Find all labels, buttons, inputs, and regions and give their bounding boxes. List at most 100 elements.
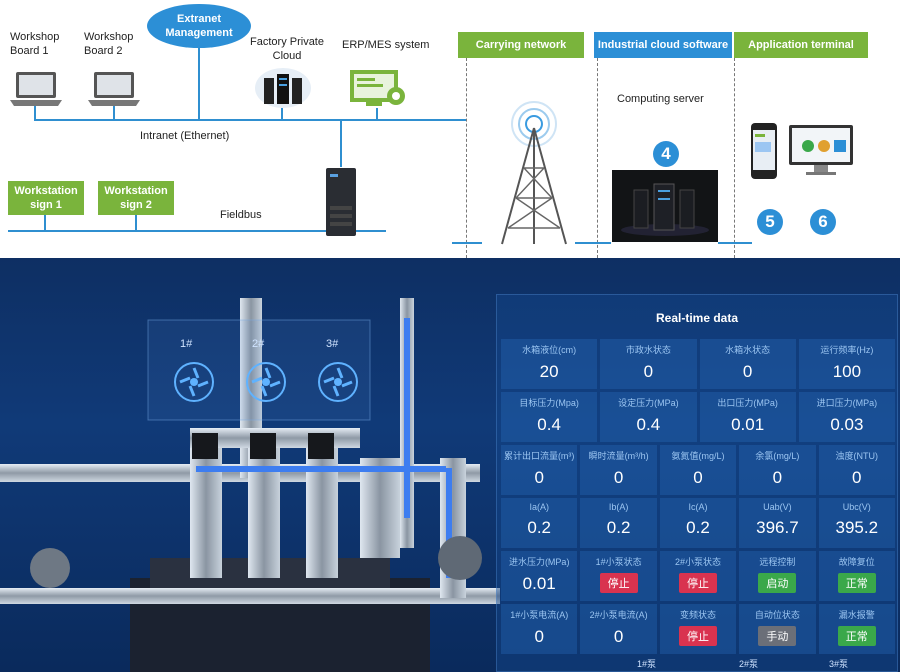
status-button[interactable]: 正常	[837, 573, 876, 593]
radio-tower-icon	[486, 98, 582, 248]
fieldbus-line	[8, 230, 386, 232]
data-cell-value: 100	[832, 362, 862, 381]
extranet-ellipse: Extranet Management	[147, 4, 251, 48]
fieldbus-label: Fieldbus	[220, 209, 262, 221]
pump-label-1: 1#	[180, 338, 193, 350]
status-button[interactable]: 停止	[678, 573, 717, 593]
footer-pump-3: 3#泵	[829, 659, 849, 669]
data-cell-label: Ia(A)	[529, 502, 549, 512]
data-cell-label: 自动位状态	[754, 610, 800, 620]
data-cell-label: 累计出口流量(m³)	[503, 451, 575, 461]
data-cell: 运行频率(Hz) 100	[798, 339, 895, 389]
data-cell-label: 远程控制	[759, 557, 796, 567]
status-button[interactable]: 启动	[758, 573, 797, 593]
laptop-icon	[88, 70, 140, 108]
data-cell: 水箱液位(cm)20	[501, 339, 598, 389]
data-cell: 变频状态停止	[659, 604, 737, 654]
extranet-label: Extranet Management	[165, 13, 233, 39]
data-cell: 市政水状态 0	[600, 339, 697, 389]
status-button[interactable]: 手动	[758, 626, 797, 646]
header-application-terminal: Application terminal	[734, 32, 868, 58]
data-cell-label: 1#小泵状态	[595, 557, 642, 567]
pump-label-2: 2#	[252, 338, 265, 350]
header-carrying-network: Carrying network	[458, 32, 584, 58]
server-rack-image	[612, 170, 718, 242]
data-cell-value: 0	[693, 468, 703, 487]
data-cell-label: 变频状态	[679, 610, 716, 620]
network-diagram: Workshop Board 1 Workshop Board 2 Extran…	[0, 0, 900, 258]
data-cell: 目标压力(Mpa) 0.4	[501, 392, 598, 442]
data-cell-label: 氨氮值(mg/L)	[671, 451, 725, 461]
data-cell-value: 0	[534, 468, 544, 487]
data-cell-value: 0	[772, 468, 783, 487]
status-button[interactable]: 停止	[599, 573, 638, 593]
status-button[interactable]: 正常	[837, 626, 876, 646]
data-cell-label: 目标压力(Mpa)	[519, 398, 579, 408]
data-cell-value: 0.2	[686, 518, 710, 537]
data-cell-label: 余氯(mg/L)	[755, 451, 800, 461]
workshop-board-2-label: Workshop Board 2	[84, 31, 134, 57]
intranet-bus	[34, 119, 466, 121]
data-cell-label: Ic(A)	[688, 502, 708, 512]
data-cell-value: 0	[643, 362, 654, 381]
data-cell: 瞬时流量(m³/h)0	[580, 445, 657, 495]
data-cell-label: 运行频率(Hz)	[820, 345, 874, 355]
data-cell-value: 0	[742, 362, 753, 381]
data-cell-value: 396.7	[756, 518, 799, 537]
data-cell: 进水压力(MPa)0.01	[501, 551, 578, 601]
panel-title: Real-time data	[655, 311, 739, 325]
fan-icon	[174, 362, 214, 402]
workstation-sign-1: Workstation sign 1	[8, 181, 84, 215]
server-cloud-icon	[254, 66, 312, 110]
data-cell: 2#小泵电流(A)0	[580, 604, 657, 654]
data-cell-value: 0.2	[527, 518, 552, 537]
data-cell: 水箱水状态 0	[699, 339, 796, 389]
data-cell-value: 0	[852, 468, 862, 487]
status-button[interactable]: 停止	[678, 626, 717, 646]
erp-label: ERP/MES system	[342, 39, 430, 51]
data-cell-label: 故障复位	[838, 557, 875, 567]
workshop-board-1-label: Workshop Board 1	[10, 31, 60, 57]
desktop-monitor-icon	[788, 124, 854, 178]
data-cell-label: 水箱水状态	[725, 345, 771, 355]
data-cell-label: 市政水状态	[625, 345, 671, 355]
data-cell: 漏水报警正常	[818, 604, 895, 654]
factory-cloud-label: Factory Private Cloud	[250, 36, 324, 62]
data-cell-value: 0.2	[606, 518, 631, 537]
data-cell-value: 0.01	[731, 415, 765, 434]
workstation-sign-2: Workstation sign 2	[98, 181, 174, 215]
data-cell-value: 0	[613, 627, 624, 646]
pump-label-3: 3#	[326, 338, 339, 350]
data-cell-label: 浊度(NTU)	[835, 451, 879, 461]
data-cell-value: 0.4	[537, 415, 561, 434]
data-cell: 余氯(mg/L) 0	[739, 445, 816, 495]
data-cell: 进口压力(MPa)0.03	[798, 392, 895, 442]
computing-server-label: Computing server	[617, 93, 704, 105]
data-cell: Ia(A) 0.2	[501, 498, 578, 548]
badge-6: 6	[810, 209, 836, 235]
data-cell-label: 1#小泵电流(A)	[510, 610, 569, 620]
data-cell-label: 2#小泵状态	[674, 557, 721, 567]
data-cell: Ic(A) 0.2	[659, 498, 737, 548]
smartphone-icon	[750, 122, 778, 180]
data-cell-label: 进水压力(MPa)	[508, 557, 570, 567]
data-cell: 故障复位正常	[818, 551, 895, 601]
fan-icon	[318, 362, 358, 402]
data-cell: 远程控制启动	[739, 551, 816, 601]
data-cell-value: 395.2	[835, 518, 879, 537]
data-cell-value: 0.4	[636, 415, 661, 434]
data-cell-value: 20	[539, 362, 559, 381]
data-cell-label: 出口压力(MPa)	[717, 398, 778, 408]
data-cell: Uab(V)396.7	[739, 498, 816, 548]
badge-4: 4	[653, 141, 679, 167]
header-industrial-cloud: Industrial cloud software	[594, 32, 732, 58]
data-cell: 自动位状态手动	[739, 604, 816, 654]
data-cell-label: 漏水报警	[838, 610, 875, 620]
realtime-data-panel: Real-time data 水箱液位(cm)20 市政水状态 0 水箱水状态 0 运行频…	[496, 294, 898, 672]
data-cell: 1#小泵电流(A)0	[501, 604, 578, 654]
data-cell: 氨氮值(mg/L) 0	[659, 445, 737, 495]
data-cell: 浊度(NTU) 0	[818, 445, 895, 495]
laptop-icon	[10, 70, 62, 108]
data-cell: 1#小泵状态停止	[580, 551, 657, 601]
